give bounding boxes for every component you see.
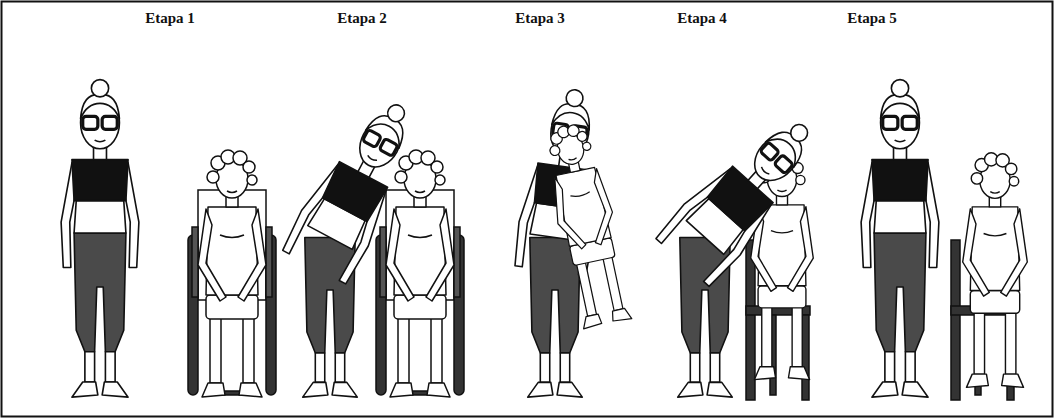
caregiver-figure [281, 88, 434, 397]
caregiver-figure [861, 80, 939, 398]
stage-label: Etapa 3 [480, 10, 600, 27]
stage-label: Etapa 4 [642, 10, 762, 27]
seated-person [963, 153, 1028, 388]
stage-label: Etapa 5 [812, 10, 932, 27]
caregiver-figure [654, 101, 832, 397]
stage-label: Etapa 2 [302, 10, 422, 27]
caregiver-figure [61, 80, 139, 398]
carried-person [538, 120, 635, 330]
seated-person [198, 150, 266, 397]
stage-label: Etapa 1 [110, 10, 230, 27]
seated-person [386, 150, 454, 397]
